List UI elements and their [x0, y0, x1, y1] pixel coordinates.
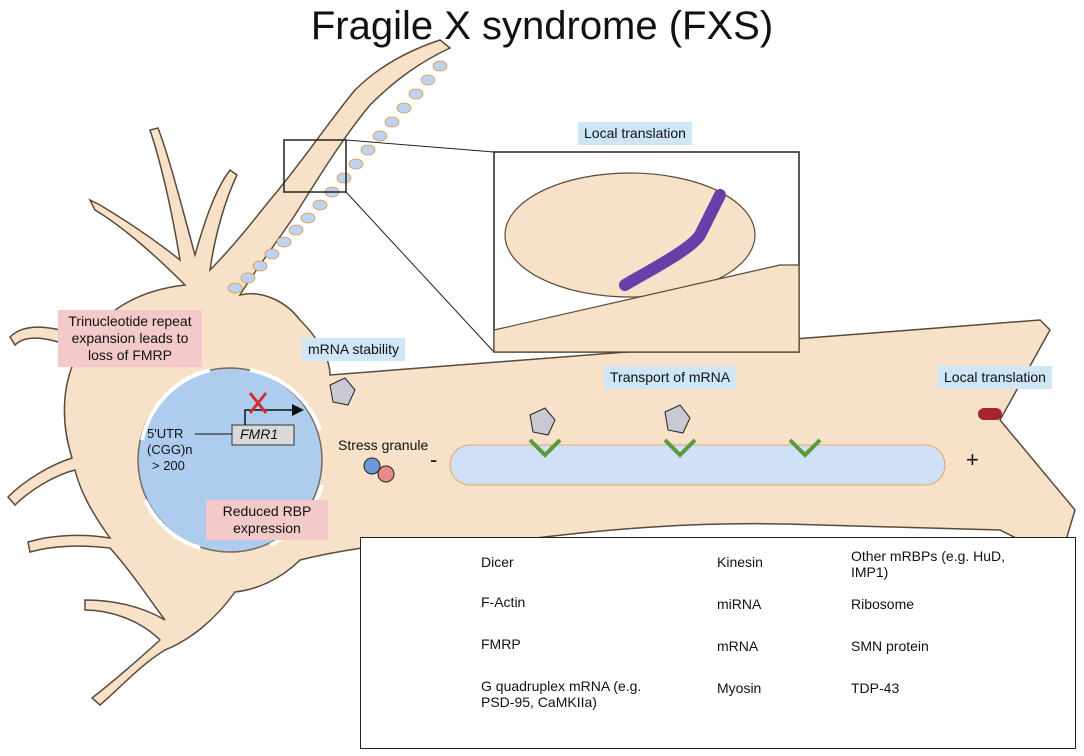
legend-label-ribosome: Ribosome [851, 596, 915, 612]
zoom-source-box [283, 139, 347, 193]
legend-label-smn: SMN protein [851, 638, 929, 654]
mrna-stability-label: mRNA stability [302, 338, 406, 361]
legend-label-fmrp: FMRP [481, 636, 521, 652]
legend-label-myosin: Myosin [717, 680, 762, 696]
legend-label-f-actin: F-Actin [481, 594, 526, 610]
utr-label-3: > 200 [152, 458, 185, 473]
legend: Dicer F-Actin FMRP G quadruplex mRNA (e.… [360, 537, 1076, 749]
stress-granule [363, 457, 395, 483]
stress-granule-label: Stress granule [338, 437, 429, 453]
trinucleotide-label: Trinucleotide repeat expansion leads to … [58, 310, 202, 367]
local-translation-label-right: Local translation [938, 366, 1052, 389]
reduced-rbp-label: Reduced RBP expression [206, 500, 328, 540]
cross-icon [248, 392, 268, 414]
local-translation-label-top: Local translation [578, 122, 692, 145]
legend-label-mrna: mRNA [717, 638, 759, 654]
legend-label-tdp43: TDP-43 [851, 680, 900, 696]
utr-label-1: 5'UTR [147, 426, 184, 441]
transport-label: Transport of mRNA [604, 366, 737, 389]
dendrite-microtubule [227, 60, 448, 294]
axon-microtubule [449, 444, 946, 486]
legend-label-g-quadruplex: G quadruplex mRNA (e.g. PSD-95, CaMKIIa) [481, 678, 642, 710]
figure-title: Fragile X syndrome (FXS) [310, 4, 774, 48]
legend-label-other-mrbps: Other mRBPs (e.g. HuD, IMP1) [851, 548, 1006, 580]
minus-label: - [430, 447, 438, 472]
kinesin-icon [528, 438, 822, 458]
gene-label: FMR1 [240, 426, 279, 442]
fmr1-gene-box [231, 424, 295, 446]
plus-label: + [966, 447, 979, 472]
utr-label-2: (CGG)n [147, 442, 193, 457]
legend-label-mirna: miRNA [717, 596, 762, 612]
dicer-icon [978, 408, 1002, 420]
legend-label-kinesin: Kinesin [717, 554, 763, 570]
inset-actin [619, 189, 726, 291]
fmrp-icon [329, 377, 691, 436]
legend-label-dicer: Dicer [481, 554, 514, 570]
